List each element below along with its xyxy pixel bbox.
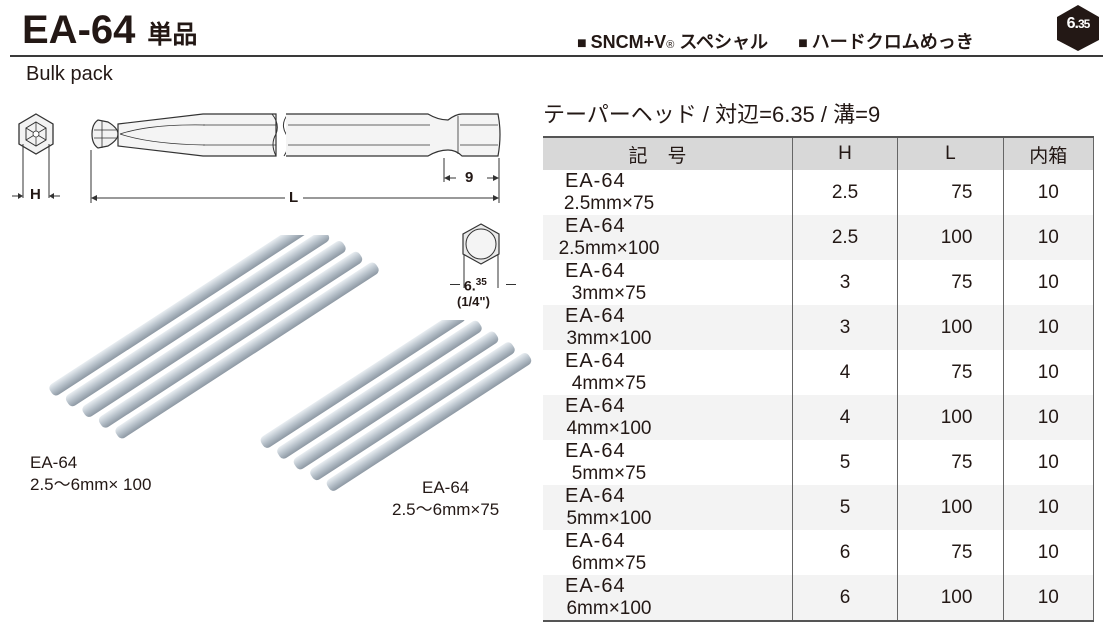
feature-material-special: スペシャル xyxy=(679,32,769,52)
shank-hex-icon xyxy=(462,223,500,288)
bulk-pack-label: Bulk pack xyxy=(26,63,113,85)
photo-caption-100mm: EA-64 2.5〜6mm× 100 xyxy=(30,453,152,494)
bullet-square-icon: ■ xyxy=(798,35,808,52)
dim-label-h: H xyxy=(30,186,41,203)
bit-side-view xyxy=(91,113,501,157)
feature-plating: ハードクロムめっき xyxy=(811,32,974,52)
col-header-h: H xyxy=(791,136,898,170)
product-photo-100mm xyxy=(49,235,379,439)
model-number: EA-64 xyxy=(22,8,136,52)
shank-size-label: 6.35 xyxy=(450,277,516,294)
table-header-row: 記号 H L 内箱 xyxy=(543,136,1095,170)
hex-end-view-icon xyxy=(12,113,60,199)
dim-label-groove: 9 xyxy=(465,169,474,186)
header-rule xyxy=(10,55,1103,57)
hex-size-badge-icon xyxy=(1056,4,1100,52)
product-photo-75mm xyxy=(260,320,532,491)
hex-size-badge-label: 6.35 xyxy=(1066,15,1091,32)
title-subtitle: 単品 xyxy=(147,21,198,49)
col-header-l: L xyxy=(897,136,1004,170)
col-header-inner-box: 内箱 xyxy=(1002,136,1095,170)
dim-label-l: L xyxy=(289,189,299,206)
bullet-square-icon: ■ xyxy=(577,35,587,52)
feature-material: SNCM+V xyxy=(590,32,667,52)
col-header-code: 記号 xyxy=(543,136,793,170)
registered-icon: ® xyxy=(666,39,675,51)
photo-caption-75mm: EA-64 2.5〜6mm×75 xyxy=(392,478,500,519)
shank-inch-label: (1/4") xyxy=(457,294,490,309)
feature-list: ■SNCM+V® スペシャル ■ハードクロムめっき xyxy=(577,30,974,57)
bit-technical-drawing xyxy=(12,113,501,203)
table-title: テーパーヘッド / 対辺=6.35 / 溝=9 xyxy=(543,102,881,127)
page-title: EA-64 単品 xyxy=(22,6,197,59)
